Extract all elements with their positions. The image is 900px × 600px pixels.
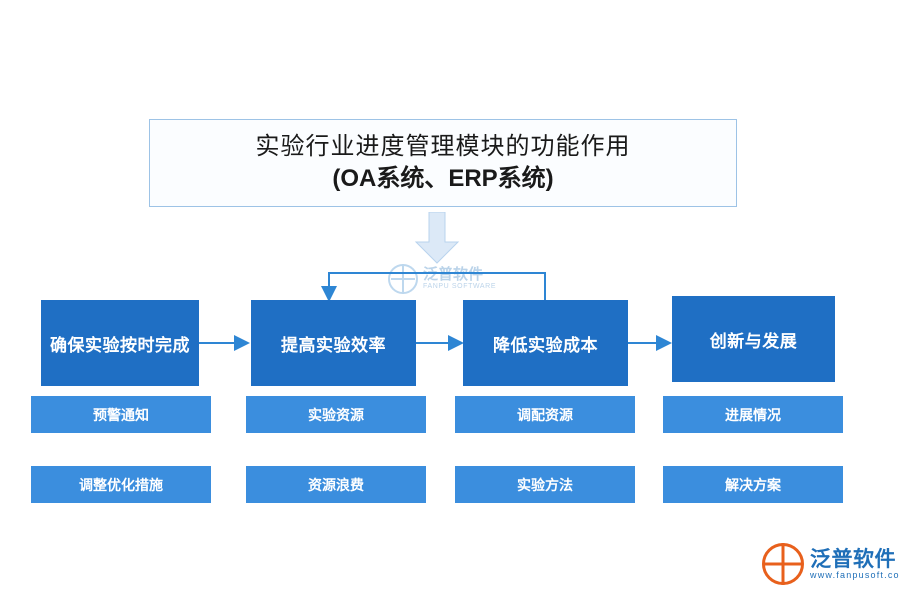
- globe-icon: [388, 264, 418, 294]
- sub-box-r2-c1[interactable]: 调整优化措施: [31, 466, 211, 503]
- main-box-2[interactable]: 提高实验效率: [251, 300, 416, 386]
- sub-box-r1-c1[interactable]: 预警通知: [31, 396, 211, 433]
- brand-logo-text: 泛普软件 www.fanpusoft.com: [810, 548, 900, 581]
- sub-box-r2-c1-label: 调整优化措施: [79, 476, 163, 493]
- title-box: 实验行业进度管理模块的功能作用 (OA系统、ERP系统): [149, 119, 737, 207]
- sub-box-r1-c4[interactable]: 进展情况: [663, 396, 843, 433]
- title-line-1: 实验行业进度管理模块的功能作用: [255, 133, 631, 160]
- main-box-3[interactable]: 降低实验成本: [463, 300, 628, 386]
- title-line-2: (OA系统、ERP系统): [332, 165, 554, 192]
- sub-box-r2-c3-label: 实验方法: [517, 476, 573, 493]
- sub-box-r1-c1-label: 预警通知: [93, 406, 149, 423]
- brand-name-cn: 泛普软件: [810, 547, 896, 571]
- sub-box-r1-c3[interactable]: 调配资源: [455, 396, 635, 433]
- watermark-text: 泛普软件 FANPU SOFTWARE: [423, 267, 496, 290]
- main-box-2-label: 提高实验效率: [281, 335, 386, 355]
- watermark-cn: 泛普软件: [423, 266, 484, 284]
- sub-box-r2-c2[interactable]: 资源浪费: [246, 466, 426, 503]
- main-box-4-label: 创新与发展: [709, 331, 798, 351]
- watermark-en: FANPU SOFTWARE: [423, 283, 497, 291]
- main-box-1-label: 确保实验按时完成: [50, 335, 190, 355]
- sub-box-r2-c3[interactable]: 实验方法: [455, 466, 635, 503]
- down-arrow-icon: [414, 212, 460, 264]
- sub-box-r2-c4[interactable]: 解决方案: [663, 466, 843, 503]
- brand-url: www.fanpusoft.com: [810, 569, 900, 580]
- sub-box-r1-c2[interactable]: 实验资源: [246, 396, 426, 433]
- sub-box-r1-c3-label: 调配资源: [517, 406, 573, 423]
- sub-box-r2-c4-label: 解决方案: [725, 476, 781, 493]
- main-box-3-label: 降低实验成本: [493, 335, 598, 355]
- sub-box-r1-c4-label: 进展情况: [725, 406, 781, 423]
- sub-box-r2-c2-label: 资源浪费: [308, 476, 364, 493]
- sub-box-r1-c2-label: 实验资源: [308, 406, 364, 423]
- main-box-4[interactable]: 创新与发展: [672, 296, 835, 382]
- globe-icon: [762, 543, 804, 585]
- brand-logo: 泛普软件 www.fanpusoft.com: [762, 542, 900, 586]
- main-box-1[interactable]: 确保实验按时完成: [41, 300, 199, 386]
- watermark-center: 泛普软件 FANPU SOFTWARE: [388, 262, 518, 296]
